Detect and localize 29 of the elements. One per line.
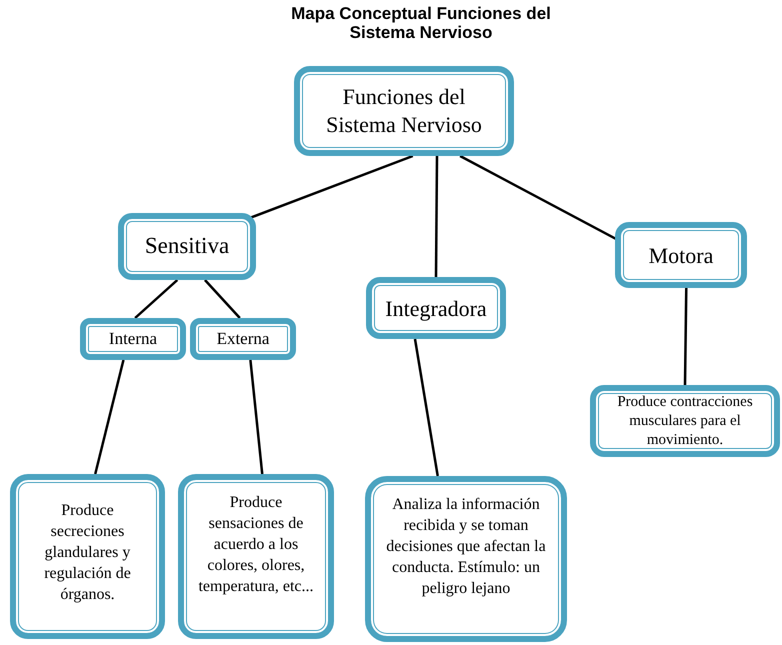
concept-box: [615, 222, 747, 288]
connector-line: [249, 360, 264, 474]
concept-text: Funciones del Sistema Nervioso: [325, 83, 483, 139]
concept-box: [118, 213, 256, 280]
title: Mapa Conceptual Funciones del Sistema Nervioso: [291, 4, 551, 42]
concept-box: [365, 476, 567, 642]
connector-line: [250, 154, 414, 219]
concept-text: Produce sensaciones de acuerdo a los colores, olores, temperatura, etc...: [197, 493, 315, 597]
connector-line: [414, 338, 439, 476]
connector-line: [204, 279, 241, 319]
concept-text: Interna: [108, 328, 158, 350]
concept-text: Integradora: [385, 294, 487, 323]
concept-box: [10, 474, 165, 639]
connector-line: [434, 156, 438, 277]
concept-text: Sensitiva: [144, 232, 230, 260]
concept-text: Produce contracciones musculares para el movimiento.: [616, 392, 754, 450]
concept-text: Analiza la información recibida y se toman decisiones que afectan la conducta. Estímulo: un peligro lejano: [385, 495, 547, 599]
concept-text: Motora: [648, 242, 714, 270]
concept-box: [80, 318, 186, 360]
concept-box: [178, 474, 334, 639]
concept-box: [366, 277, 506, 339]
connector-line: [134, 279, 178, 319]
concept-text: Produce secreciones glandulares y regulación de órganos.: [43, 501, 132, 605]
concept-text: Externa: [216, 328, 270, 350]
concept-box: [190, 318, 296, 360]
connector-line: [684, 288, 688, 386]
concept-box: [590, 385, 780, 457]
connector-line: [94, 360, 125, 474]
concept-box: [294, 66, 514, 156]
